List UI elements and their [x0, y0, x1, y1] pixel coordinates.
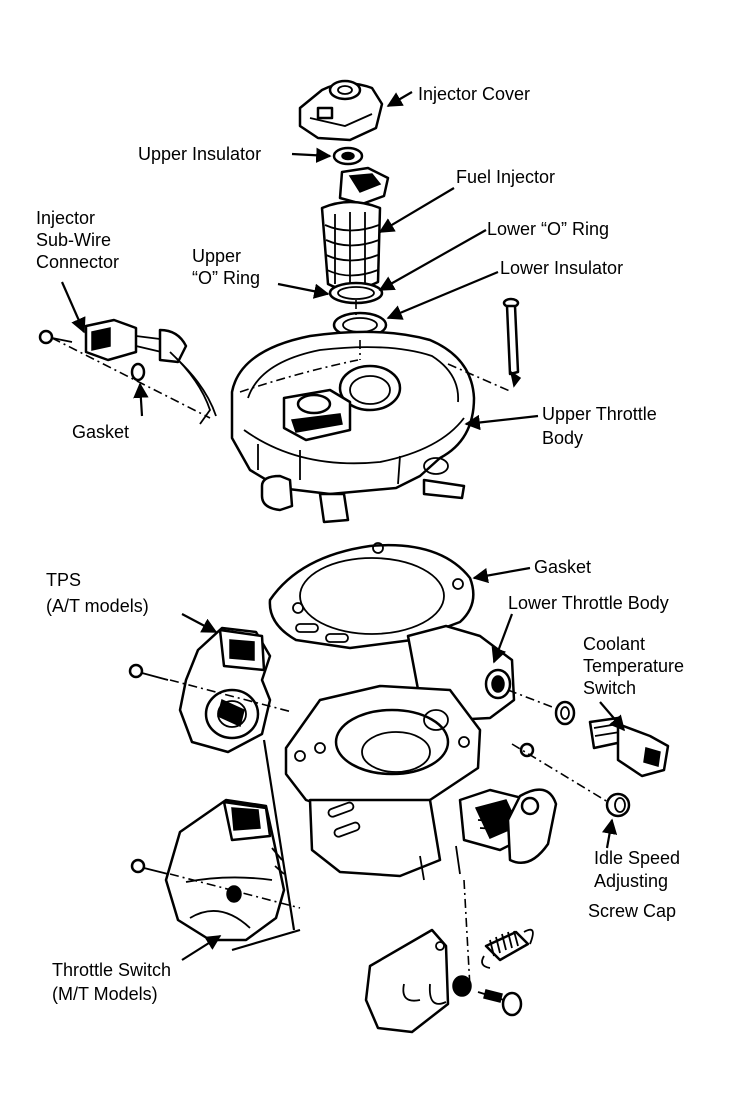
throttle-bracket-part: [364, 928, 472, 1034]
label-injector-sub-wire-line1: Injector: [36, 208, 95, 228]
label-injector-sub-wire-line3: Connector: [36, 252, 119, 272]
label-upper-throttle-body-line2: Body: [542, 428, 583, 448]
lower-o-ring-part: [328, 281, 384, 305]
injector-cover-part: [298, 79, 384, 142]
label-idle-speed-line1: Idle Speed: [594, 848, 680, 868]
upper-insulator-part: [332, 146, 364, 166]
injector-sub-wire-connector-part: [38, 318, 217, 425]
coolant-temperature-switch-part: [554, 700, 670, 778]
label-idle-speed-line3: Screw Cap: [588, 901, 676, 921]
label-upper-o-ring-line1: Upper: [192, 246, 241, 266]
label-gasket-upper: Gasket: [72, 422, 129, 442]
label-gasket-lower: Gasket: [534, 557, 591, 577]
label-upper-throttle-body-line1: Upper Throttle: [542, 404, 657, 424]
label-upper-insulator: Upper Insulator: [138, 144, 261, 164]
label-lower-insulator: Lower Insulator: [500, 258, 623, 278]
upper-bolt-part: [502, 297, 522, 388]
return-spring-part: [481, 928, 534, 969]
tps-part: [128, 626, 272, 754]
label-lower-o-ring: Lower “O” Ring: [487, 219, 609, 239]
label-upper-o-ring-line2: “O” Ring: [192, 268, 260, 288]
label-injector-cover: Injector Cover: [418, 84, 530, 104]
label-fuel-injector: Fuel Injector: [456, 167, 555, 187]
throttle-switch-part: [130, 798, 286, 942]
label-coolant-line3: Switch: [583, 678, 636, 698]
lower-throttle-body-part: [284, 624, 558, 881]
label-throttle-switch-line2: (M/T Models): [52, 984, 158, 1004]
label-coolant-line1: Coolant: [583, 634, 645, 654]
upper-throttle-body-part: [230, 330, 476, 524]
label-lower-throttle-body: Lower Throttle Body: [508, 593, 669, 613]
label-injector-sub-wire-line2: Sub-Wire: [36, 230, 111, 250]
idle-speed-screw-cap-part: [605, 792, 631, 818]
label-coolant-line2: Temperature: [583, 656, 684, 676]
label-tps-line2: (A/T models): [46, 596, 149, 616]
label-idle-speed-line2: Adjusting: [594, 871, 668, 891]
label-throttle-switch-line1: Throttle Switch: [52, 960, 171, 980]
fuel-injector-part: [320, 166, 390, 291]
label-tps-line1: TPS: [46, 570, 81, 590]
bottom-screw-part: [477, 989, 523, 1017]
gasket-upper-part: [130, 362, 146, 382]
gasket-lower-part: [268, 542, 475, 650]
